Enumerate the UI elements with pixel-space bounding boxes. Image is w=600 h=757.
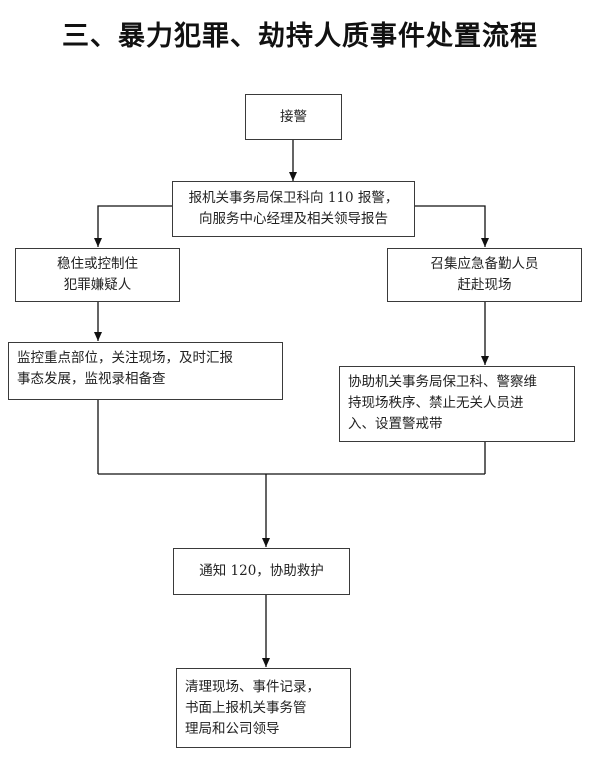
node-assist-line: 持现场秩序、禁止无关人员进: [348, 395, 524, 411]
node-notify-line: 通知 120，协助救护: [199, 563, 324, 579]
node-notify: 通知 120，协助救护: [173, 548, 350, 595]
page-title: 三、暴力犯罪、劫持人质事件处置流程: [62, 21, 538, 52]
node-summon-line: 召集应急备勤人员: [430, 256, 539, 272]
node-cleanup-line: 书面上报机关事务管: [185, 700, 307, 716]
node-monitor-line: 事态发展，监视录相备查: [17, 371, 166, 387]
node-monitor-line: 监控重点部位，关注现场，及时汇报: [17, 350, 233, 366]
node-cleanup-line: 理局和公司领导: [185, 721, 280, 737]
node-assist-line: 入、设置警戒带: [348, 416, 443, 432]
node-stabilize: 稳住或控制住 犯罪嫌疑人: [15, 248, 180, 302]
node-summon-line: 赶赴现场: [457, 277, 512, 293]
node-report: 报机关事务局保卫科向 110 报警， 向服务中心经理及相关领导报告: [172, 181, 415, 237]
node-receive-line: 接警: [280, 108, 307, 125]
node-cleanup-line: 清理现场、事件记录，: [185, 679, 320, 695]
node-receive: 接警: [245, 94, 342, 140]
arrow-report-to-summon: [415, 205, 489, 247]
node-report-line: 报机关事务局保卫科向 110 报警，: [188, 190, 399, 206]
node-monitor: 监控重点部位，关注现场，及时汇报 事态发展，监视录相备查: [8, 342, 283, 400]
node-cleanup: 清理现场、事件记录， 书面上报机关事务管 理局和公司领导: [176, 668, 351, 748]
node-stabilize-line: 犯罪嫌疑人: [63, 277, 132, 293]
node-summon: 召集应急备勤人员 赶赴现场: [387, 248, 582, 302]
node-stabilize-line: 稳住或控制住: [57, 256, 138, 272]
arrow-report-to-stabilize: [94, 205, 172, 247]
node-assist: 协助机关事务局保卫科、警察维 持现场秩序、禁止无关人员进 入、设置警戒带: [339, 366, 575, 442]
node-report-line: 向服务中心经理及相关领导报告: [199, 211, 388, 227]
node-assist-line: 协助机关事务局保卫科、警察维: [348, 374, 537, 390]
